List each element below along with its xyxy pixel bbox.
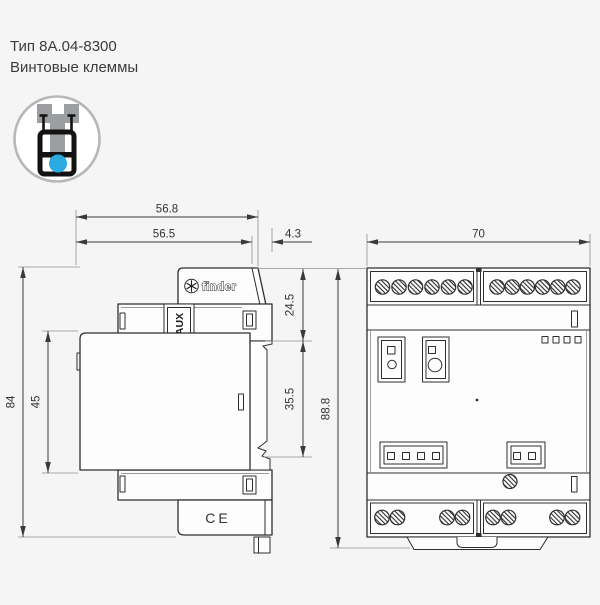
screw-terminal-icon-svg xyxy=(13,95,101,183)
dim-front-height: 88.8 xyxy=(321,398,333,420)
selector-switch-2 xyxy=(422,336,450,383)
dim-body-height: 45 xyxy=(31,396,43,409)
page-subtitle: Винтовые клеммы xyxy=(10,59,139,76)
header: Тип 8A.04-8300 Винтовые клеммы xyxy=(10,36,138,78)
dim-rail-height: 35.5 xyxy=(285,388,297,410)
connector-left xyxy=(379,441,448,469)
terminal-screws-top xyxy=(374,279,581,295)
brand-label: finder xyxy=(202,282,236,294)
din-rail-profile xyxy=(249,340,273,471)
connector-right xyxy=(506,441,546,469)
dim-total-width: 56.8 xyxy=(156,204,178,216)
front-bottom-terminals xyxy=(370,500,587,537)
technical-drawing: finder AUX CE xyxy=(0,190,600,600)
dim-front-width: 70 xyxy=(472,229,485,241)
front-body xyxy=(366,267,591,538)
brand-logo: finder xyxy=(184,278,237,294)
ce-mark: CE xyxy=(205,510,230,526)
dimensions: 56.8 56.5 4.3 84 45 24.5 35.5 88.8 70 xyxy=(6,204,590,548)
front-top-terminals xyxy=(370,268,587,305)
side-foot xyxy=(253,536,271,554)
front-view xyxy=(366,267,591,550)
dim-upper-height: 24.5 xyxy=(285,294,297,316)
screw-terminal-icon xyxy=(12,94,102,184)
drawing-svg: finder AUX CE xyxy=(6,204,591,554)
page-title: Тип 8A.04-8300 xyxy=(10,38,117,55)
side-top-block xyxy=(177,267,267,306)
din-clip-tab xyxy=(456,537,498,548)
panel-screw xyxy=(502,473,518,490)
side-lower-band xyxy=(117,469,273,501)
dim-total-height: 84 xyxy=(6,395,18,408)
dim-rail-depth: 4.3 xyxy=(285,229,301,241)
aux-label: AUX xyxy=(174,313,186,335)
side-main-body xyxy=(79,332,251,471)
side-bottom-block xyxy=(177,499,273,536)
terminal-screws-bottom xyxy=(374,509,581,526)
wire-dot xyxy=(49,154,67,173)
dim-body-width: 56.5 xyxy=(153,229,175,241)
led-indicators xyxy=(541,336,582,344)
side-view: finder AUX CE xyxy=(76,267,273,554)
selector-switch-1 xyxy=(377,336,406,383)
panel-dot xyxy=(475,398,479,402)
